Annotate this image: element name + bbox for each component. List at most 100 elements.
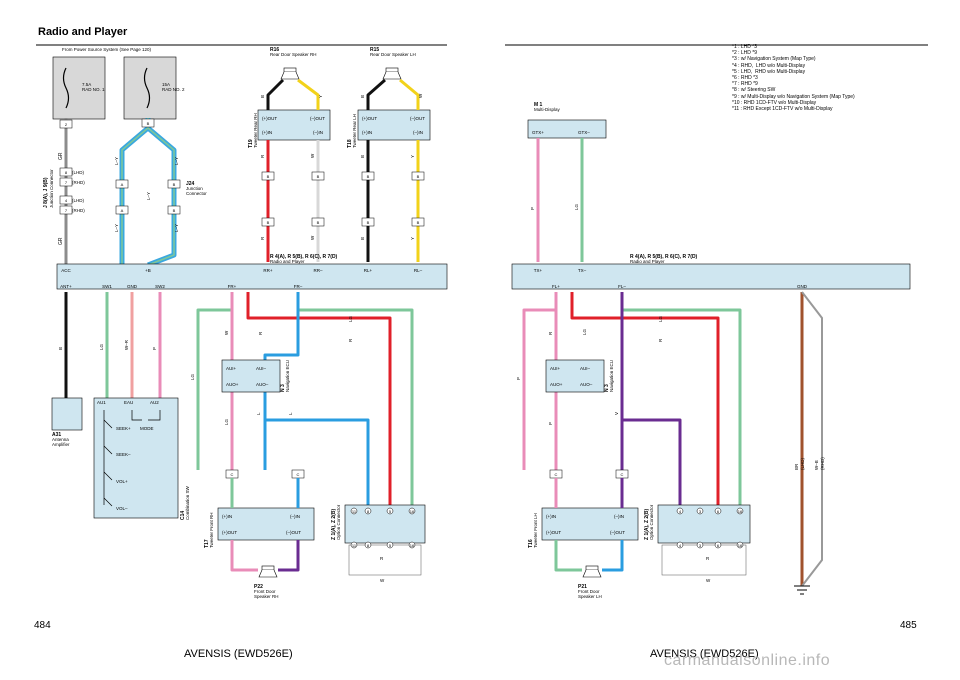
pin: [364, 541, 372, 549]
aux-pin: AUO+: [550, 382, 563, 387]
p21-id: P21: [578, 584, 587, 590]
speaker-icon: [585, 565, 599, 571]
wire-color: L–Y: [114, 157, 119, 165]
combination-sw: [93, 397, 179, 519]
wire-fl-r: [570, 292, 720, 505]
wire-color: W–R: [124, 339, 129, 350]
tweeter-rear-lh: [357, 109, 431, 141]
radio-terminal: SW1: [102, 284, 112, 289]
tw-pin: (–)OUT: [310, 116, 325, 121]
wire-color: P: [516, 377, 521, 380]
radio-terminal: RR+: [263, 268, 272, 273]
wire-color: R: [706, 556, 710, 561]
fuse1-name: RAD NO. 1: [82, 87, 105, 92]
r15-id: R15: [370, 47, 379, 53]
sw-terminal: EAU: [124, 400, 133, 405]
pin-number: 5: [389, 509, 392, 514]
wire-color: L–Y: [174, 157, 179, 165]
sw-label: VOL–: [116, 506, 128, 511]
source-note: From Power Source System (See Page 120): [62, 47, 152, 52]
wire-plus-b-left: [119, 118, 151, 265]
pin: [408, 541, 416, 549]
connector-id: B: [317, 220, 320, 225]
radio-name: Radio and Player: [630, 259, 665, 264]
wire-color: R: [658, 338, 663, 342]
wire-rear-lh: [366, 78, 386, 110]
pin: [736, 541, 744, 549]
pin: [676, 507, 684, 515]
m1-pin: GTX–: [578, 130, 590, 135]
a31-id: A31: [52, 432, 61, 438]
z1-name: Option Connector: [336, 504, 341, 540]
aux-pin: AUO–: [256, 382, 269, 387]
wire-fr-lg-long: [296, 292, 414, 505]
fuse1-rating: 7.5A: [82, 82, 91, 87]
wire-p22: [230, 540, 258, 572]
speaker-icon: [283, 67, 297, 73]
pin-number: 8: [367, 509, 370, 514]
connector: [361, 171, 375, 181]
sw-label: SEEK–: [116, 452, 131, 457]
shield-outline: [348, 544, 422, 576]
pin-number: 16: [410, 509, 415, 514]
p21-name: Front Door: [578, 589, 600, 594]
connector: [311, 217, 325, 227]
navigation-ecu-right: [545, 359, 605, 393]
tw-pin: (+)IN: [262, 130, 272, 135]
sw-label: SEEK+: [116, 426, 131, 431]
radio-terminal: GND: [797, 284, 808, 289]
page-number-right: 485: [900, 620, 917, 631]
connector-id: B: [173, 182, 176, 187]
tw-pin: (+)OUT: [546, 530, 561, 535]
tw-pin: (–)OUT: [410, 116, 425, 121]
aux-pin: AUI+: [550, 366, 561, 371]
connector-id: 2: [65, 122, 68, 127]
connector-id: C: [555, 472, 558, 477]
connector-id: A: [121, 182, 124, 187]
wire-color: (LHD): [800, 457, 805, 470]
m1-id: M 1: [534, 102, 543, 108]
tw-pin: (+)IN: [546, 514, 556, 519]
wire-color: BR: [794, 463, 799, 470]
wire-color: GR: [58, 152, 64, 160]
tw-pin: (–)IN: [290, 514, 300, 519]
tweeter-rear-rh: [257, 109, 331, 141]
wire-color: Y: [410, 237, 415, 240]
connector: [411, 217, 425, 227]
tw-pin: (+)IN: [362, 130, 372, 135]
p21-name: Speaker LH: [578, 594, 602, 599]
connector: [261, 217, 275, 227]
connector-id: C: [621, 472, 624, 477]
pin-number: 8: [367, 543, 370, 548]
wire-color: R: [260, 154, 265, 158]
wire-color: B: [360, 155, 365, 158]
tw-pin: (+)OUT: [262, 116, 277, 121]
aux-pin: AUO–: [580, 382, 593, 387]
tw-pin: (–)OUT: [610, 530, 625, 535]
wire-color: B: [58, 347, 63, 350]
connector-id: B: [417, 174, 420, 179]
connector-id: B: [367, 220, 370, 225]
t16-id: T16: [528, 539, 534, 548]
p22-name: Front Door: [254, 589, 276, 594]
wire-color: W: [418, 93, 423, 98]
p22-id: P22: [254, 584, 263, 590]
z1-id: Z 1(A), Z 2(B): [331, 509, 337, 540]
fuse-icon: [62, 67, 70, 109]
t16-name: Tweeter Front LH: [533, 513, 538, 548]
wire-color: LG: [658, 315, 663, 322]
connector: [361, 217, 375, 227]
connector: [311, 171, 325, 181]
wire-color: W: [224, 330, 229, 335]
radio-terminal: RL–: [414, 268, 423, 273]
t17-name: Tweeter Front RH: [209, 512, 214, 548]
r15-name: Rear Door Speaker LH: [370, 52, 416, 57]
wire-color: (RHD): [820, 457, 825, 470]
connector-id: 4: [65, 198, 68, 203]
tw-pin: (–)OUT: [286, 530, 301, 535]
tw-pin: (+)OUT: [362, 116, 377, 121]
radio-terminal: RL+: [364, 268, 373, 273]
wire-color: B: [360, 237, 365, 240]
pin-number: 6: [717, 509, 720, 514]
radio-terminal: FL–: [618, 284, 626, 289]
